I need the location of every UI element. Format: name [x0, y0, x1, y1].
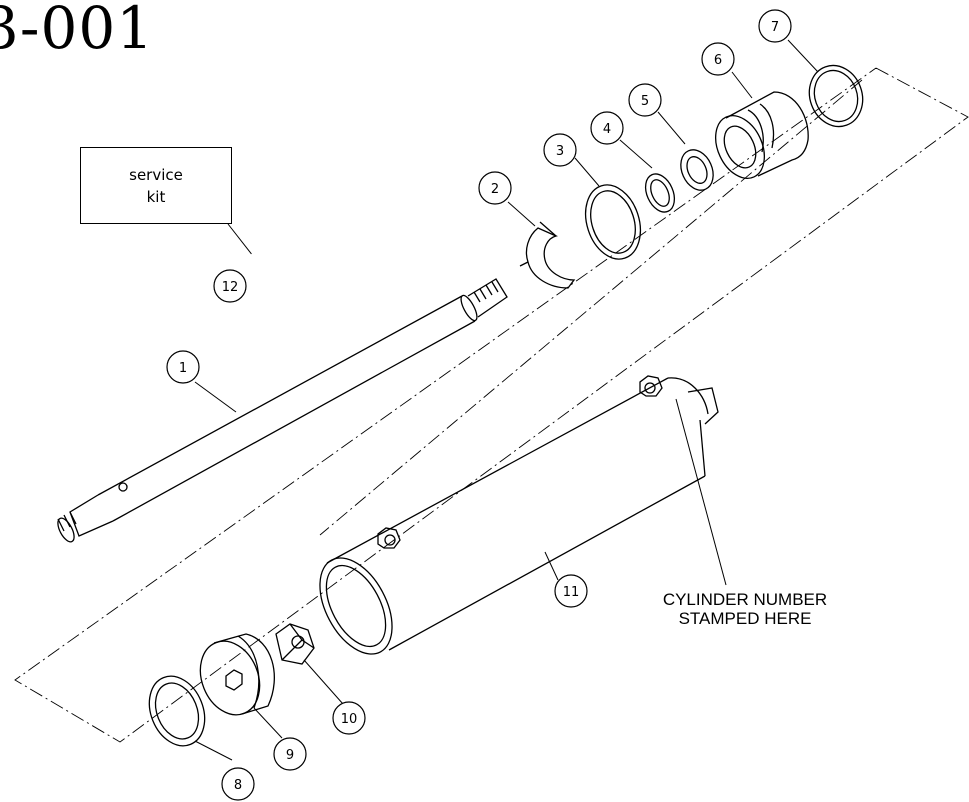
callout-10-label: 10: [341, 712, 358, 727]
callout-6-label: 6: [714, 53, 722, 68]
callout-1-label: 1: [179, 361, 187, 376]
gland: [715, 91, 809, 179]
service-kit-box: service kit: [80, 147, 232, 224]
piston-rod: [57, 278, 508, 543]
callout-9: 9: [273, 737, 307, 771]
callout-8-label: 8: [234, 778, 242, 793]
cylinder-barrel: [319, 375, 719, 655]
callout-2-label: 2: [491, 182, 499, 197]
cylinder-number-note: CYLINDER NUMBER STAMPED HERE: [610, 590, 880, 628]
callout-7: 7: [758, 9, 792, 43]
callout-11: 11: [554, 574, 588, 608]
callout-5: 5: [628, 83, 662, 117]
leader-lines: [194, 39, 819, 761]
note-line1: CYLINDER NUMBER: [662, 590, 828, 609]
rod-seal: [644, 173, 676, 213]
note-line2: STAMPED HERE: [678, 609, 812, 628]
diagram-title: 3-001: [0, 0, 155, 62]
callout-5-label: 5: [641, 94, 649, 109]
piston-nut: [275, 623, 315, 665]
callout-9-label: 9: [286, 748, 294, 763]
piston-seal: [148, 675, 206, 747]
wear-ring: [584, 184, 642, 260]
piston: [199, 633, 275, 716]
callout-7-label: 7: [771, 20, 779, 35]
callout-12: 12: [213, 269, 247, 303]
o-ring: [808, 64, 864, 128]
assembly-centerline: [14, 67, 969, 743]
callout-12-label: 12: [222, 280, 239, 295]
callout-10: 10: [332, 701, 366, 735]
callout-3-label: 3: [556, 144, 564, 159]
callout-4: 4: [590, 111, 624, 145]
service-kit-label-line2: kit: [146, 187, 166, 206]
callout-8: 8: [221, 767, 255, 801]
callout-4-label: 4: [603, 122, 611, 137]
callout-11-label: 11: [563, 585, 580, 600]
callout-2: 2: [478, 171, 512, 205]
snap-ring: [519, 221, 576, 289]
wiper-seal: [680, 149, 714, 191]
callout-3: 3: [543, 133, 577, 167]
callout-6: 6: [701, 42, 735, 76]
service-kit-label-line1: service: [129, 165, 183, 184]
callout-1: 1: [166, 350, 200, 384]
